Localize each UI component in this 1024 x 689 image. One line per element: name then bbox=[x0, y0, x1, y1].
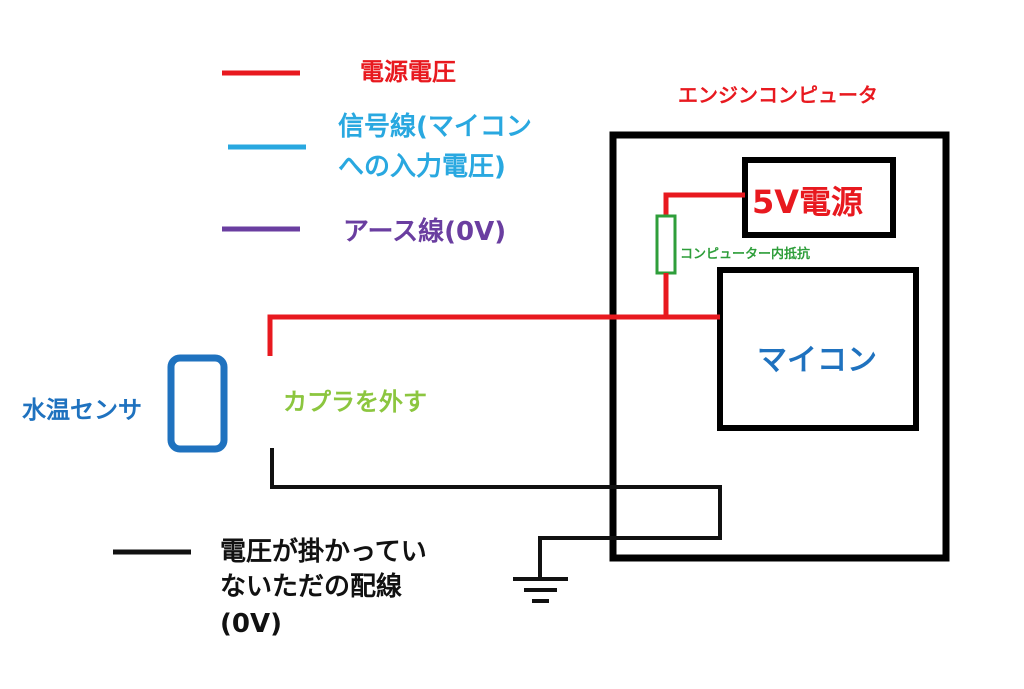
internal-resistor-label: コンピューター内抵抗 bbox=[680, 246, 810, 262]
legend-dead-label-line2: ないただの配線 bbox=[220, 571, 402, 602]
ecu-box bbox=[609, 131, 950, 562]
coupler-label: カプラを外す bbox=[283, 388, 427, 416]
legend-signal-label-line2: への入力電圧) bbox=[338, 152, 506, 182]
power-supply-label: 5V電源 bbox=[752, 183, 863, 221]
sensor-return-wire bbox=[270, 448, 722, 578]
mcu-label: マイコン bbox=[757, 343, 877, 378]
legend-dead-label-line1: 電圧が掛かってい bbox=[220, 536, 427, 567]
sensor-label: 水温センサ bbox=[22, 396, 142, 424]
ecu-title: エンジンコンピュータ bbox=[678, 83, 878, 107]
legend-signal-label-line1: 信号線(マイコン bbox=[338, 111, 532, 142]
internal-resistor bbox=[655, 214, 677, 275]
ground-icon bbox=[513, 577, 568, 603]
legend-dead-label-line3: (0V) bbox=[220, 609, 282, 639]
water-temp-sensor bbox=[167, 354, 228, 453]
legend-power-label: 電源電圧 bbox=[360, 58, 456, 86]
signal-wire bbox=[267, 314, 720, 356]
mcu-box bbox=[717, 267, 919, 431]
power-to-resistor-wire bbox=[663, 192, 745, 216]
legend-ground-label: アース線(0V) bbox=[343, 216, 506, 247]
